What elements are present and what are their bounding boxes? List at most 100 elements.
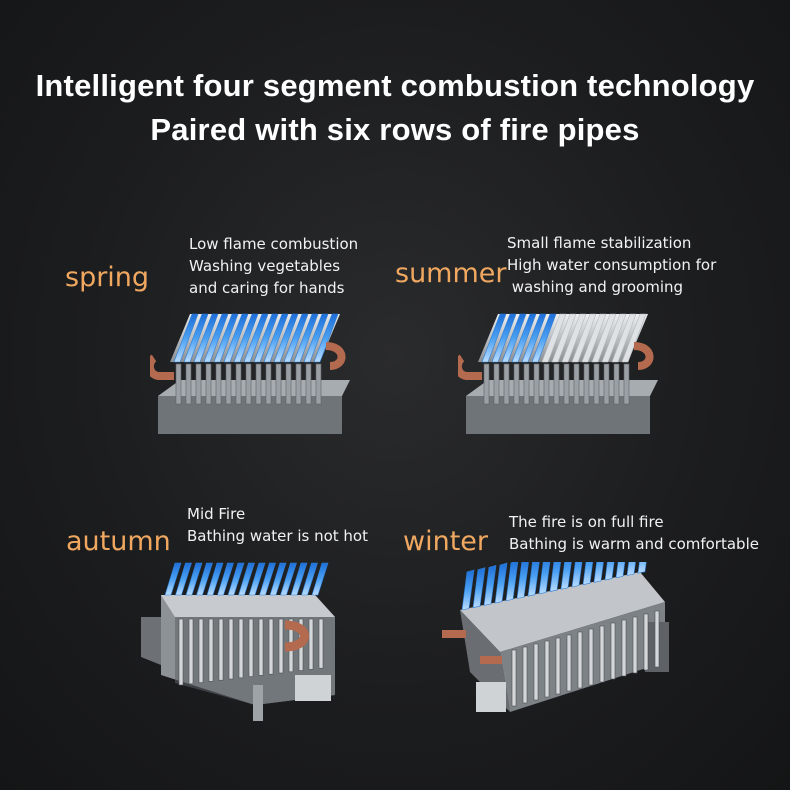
fire-tube [577,631,583,689]
fin [217,562,234,596]
fin [472,567,486,609]
fire-tube [268,618,274,675]
fin [527,562,540,597]
fire-tube [593,363,600,405]
fin [283,313,309,363]
fin [243,313,269,363]
season-label-autumn: autumn [66,526,171,557]
heat-exchanger-image-spring [150,300,350,440]
fire-tube [621,619,627,677]
fire-tube [643,613,649,671]
summer-description: Small flame stabilization High water con… [507,232,716,298]
fin [516,562,529,599]
fin [263,313,289,363]
fin [615,562,626,579]
fire-tube [555,637,561,695]
fin [290,562,308,596]
fire-tube [493,363,500,405]
fire-tube [195,363,202,405]
fin [637,562,647,574]
fire-tube [208,618,214,682]
fin [581,313,607,363]
fire-tube [255,363,262,405]
fin [505,562,519,602]
fin [303,313,329,363]
season-label-winter: winter [403,526,488,557]
fire-tube [603,363,610,405]
fin [164,562,182,596]
fin [196,562,213,596]
fin [233,313,259,363]
fire-tube [483,363,490,405]
fin [571,313,597,363]
fin [183,313,209,363]
fire-tube [295,363,302,405]
fire-tube [218,618,224,681]
fin [582,562,594,586]
fire-tube [318,618,324,669]
fire-tube [599,625,605,683]
fire-tube [623,363,630,405]
description-line: washing and grooming [507,278,684,296]
fire-tube [185,363,192,405]
fire-tube [228,618,234,680]
heat-exchanger-image-summer [458,300,658,440]
fin [213,313,239,363]
fin [593,562,604,583]
fire-tube [583,363,590,405]
fin [193,313,219,363]
fire-tube [258,618,264,676]
fin [175,562,192,596]
fin [206,562,224,596]
fin [561,313,587,363]
fin [551,313,577,363]
page-title-line-2: Paired with six rows of fire pipes [150,112,640,147]
fin [494,562,508,604]
fin [611,313,637,363]
fire-tube [315,363,322,405]
fin [203,313,229,363]
fin [238,562,255,596]
fire-tube [563,363,570,405]
fin [549,562,561,592]
fin [311,562,329,596]
fire-tube [573,363,580,405]
fire-tube [522,646,528,704]
fire-tube [553,363,560,405]
fire-tube [308,618,314,670]
description-line: Bathing water is not hot [187,527,368,545]
fin [491,313,517,363]
description-line: The fire is on full fire [509,513,664,531]
fire-tube [265,363,272,405]
fin [293,313,319,363]
fin [301,562,318,596]
fire-tube [188,618,194,685]
fin [560,562,572,590]
fin [280,562,297,596]
fire-tube [613,363,620,405]
fin [483,564,497,606]
fire-tube [175,363,182,405]
fire-tube [533,643,539,701]
autumn-description: Mid Fire Bathing water is not hot [187,503,368,547]
fire-tube [275,363,282,405]
fire-tube [215,363,222,405]
fire-tube [503,363,510,405]
fire-tube [610,622,616,680]
fin [481,313,507,363]
fin [601,313,627,363]
fin [248,562,266,596]
fire-tube [588,628,594,686]
fire-tube [248,618,254,677]
heat-exchanger-image-autumn [135,555,350,725]
heat-exchanger-image-winter [440,562,680,732]
fin [223,313,249,363]
fin [511,313,537,363]
fire-tube [238,618,244,679]
fin [538,562,551,595]
winter-description: The fire is on full fire Bathing is warm… [509,511,759,555]
page-title-line-1: Intelligent four segment combustion tech… [35,68,755,103]
fire-tube [533,363,540,405]
season-label-summer: summer [395,258,507,289]
fin [571,562,583,588]
